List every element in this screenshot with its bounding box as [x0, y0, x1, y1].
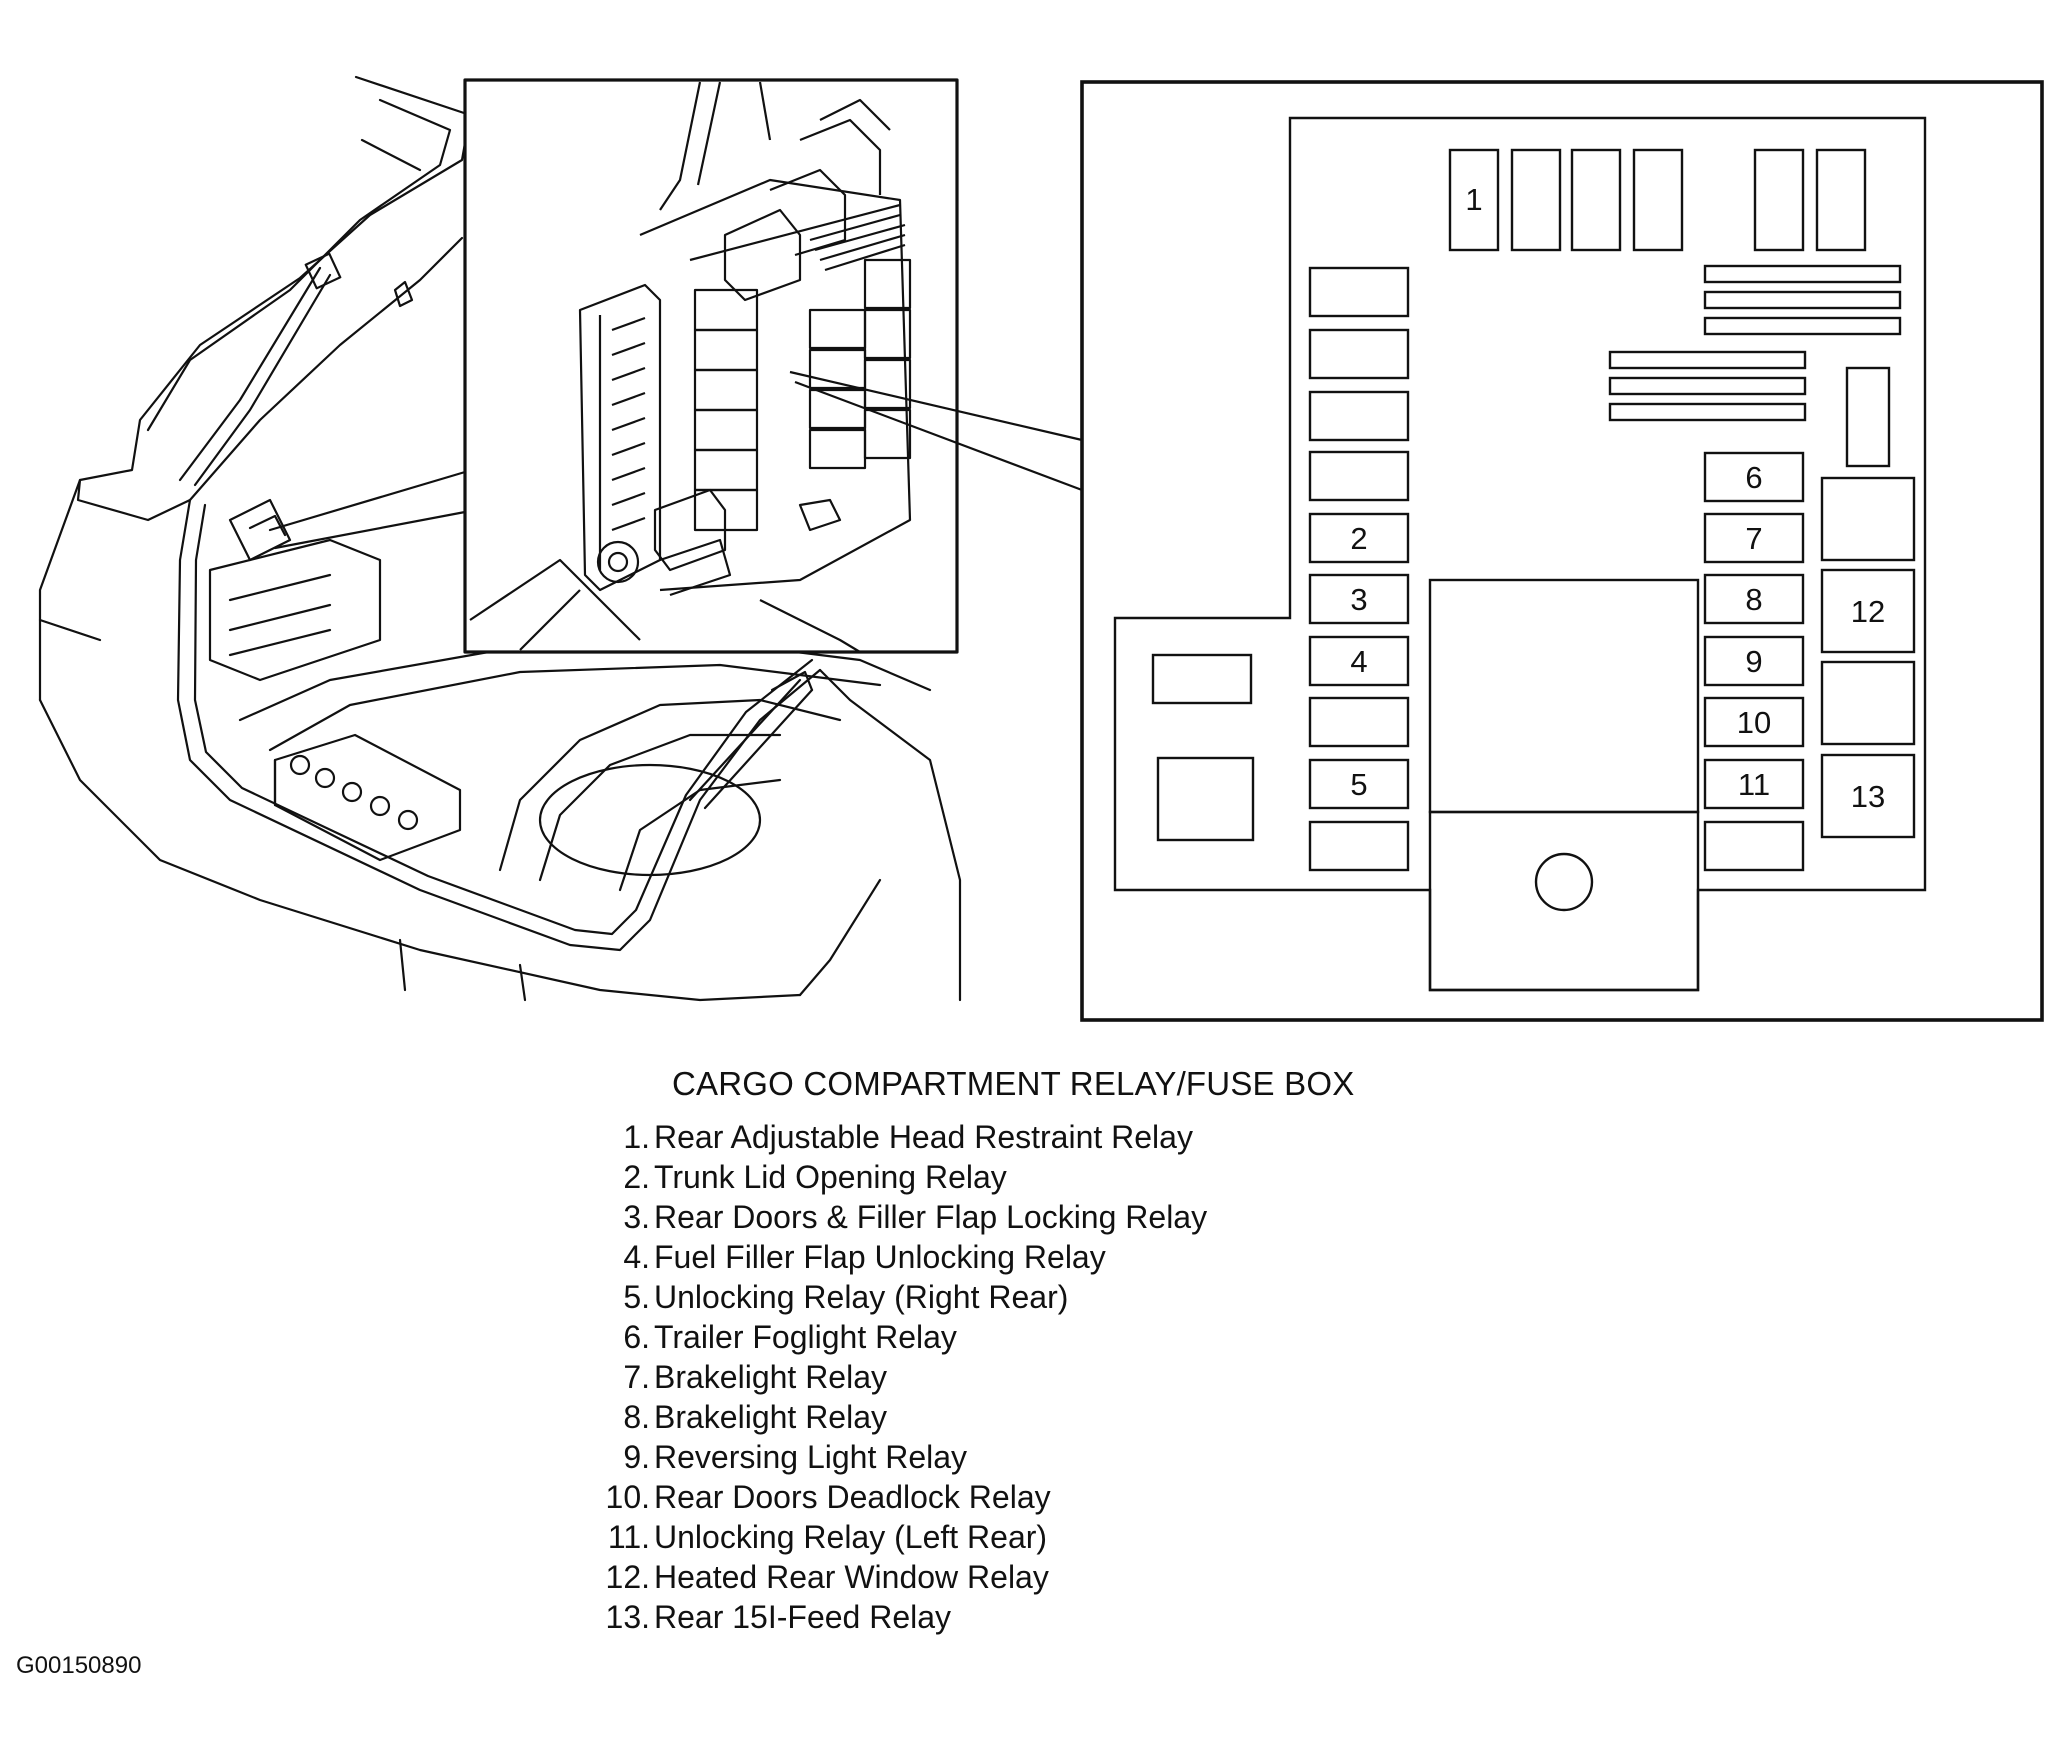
box-label-9: 9	[1745, 644, 1762, 679]
box-label-7: 7	[1745, 521, 1762, 556]
fuse-box-layout-panel	[1080, 80, 2044, 1022]
figure-code: G00150890	[16, 1652, 142, 1679]
legend-item: 8.Brakelight Relay	[580, 1397, 1780, 1437]
fuse-slot-1	[1448, 148, 1500, 252]
box-label-4: 4	[1350, 644, 1367, 679]
box-label-11: 11	[1738, 767, 1770, 802]
relay-slot-10	[1703, 696, 1805, 748]
box-label-12: 12	[1851, 594, 1885, 629]
legend-number: 7.	[623, 1359, 650, 1395]
legend-label: Trailer Foglight Relay	[654, 1319, 957, 1355]
legend-item: 11.Unlocking Relay (Left Rear)	[580, 1517, 1780, 1557]
box-label-5: 5	[1350, 767, 1367, 802]
legend-label: Fuel Filler Flap Unlocking Relay	[654, 1239, 1106, 1275]
legend-item: 5.Unlocking Relay (Right Rear)	[580, 1277, 1780, 1317]
diagram-title: CARGO COMPARTMENT RELAY/FUSE BOX	[672, 1065, 1355, 1102]
legend-item: 10.Rear Doors Deadlock Relay	[580, 1477, 1780, 1517]
relay-slot-12	[1820, 568, 1916, 654]
legend-label: Rear Doors Deadlock Relay	[654, 1479, 1051, 1515]
legend-item: 6.Trailer Foglight Relay	[580, 1317, 1780, 1357]
legend-number: 1.	[623, 1119, 650, 1155]
legend-item: 3.Rear Doors & Filler Flap Locking Relay	[580, 1197, 1780, 1237]
legend-list: 1.Rear Adjustable Head Restraint Relay 2…	[580, 1117, 1780, 1637]
legend-number: 6.	[623, 1319, 650, 1355]
box-number-labels: 1 2 3 4 5 6 7 8 9 10 11 12 13	[1350, 182, 1885, 814]
legend-item: 9.Reversing Light Relay	[580, 1437, 1780, 1477]
legend-item: 13.Rear 15I-Feed Relay	[580, 1597, 1780, 1637]
box-label-8: 8	[1745, 582, 1762, 617]
legend-label: Trunk Lid Opening Relay	[654, 1159, 1007, 1195]
relay-slot-6	[1703, 451, 1805, 503]
legend-label: Rear Adjustable Head Restraint Relay	[654, 1119, 1193, 1155]
relay-slot-5	[1308, 758, 1410, 810]
legend-label: Unlocking Relay (Right Rear)	[654, 1279, 1069, 1315]
legend-item: 7.Brakelight Relay	[580, 1357, 1780, 1397]
legend-label: Heated Rear Window Relay	[654, 1559, 1049, 1595]
legend-number: 4.	[623, 1239, 650, 1275]
legend-item: 12.Heated Rear Window Relay	[580, 1557, 1780, 1597]
box-label-10: 10	[1737, 705, 1771, 740]
box-label-6: 6	[1745, 460, 1762, 495]
relay-slot-2	[1308, 512, 1410, 564]
relay-slot-3	[1308, 573, 1410, 625]
legend-number: 10.	[605, 1479, 650, 1515]
relay-slot-7	[1703, 512, 1805, 564]
legend-label: Reversing Light Relay	[654, 1439, 968, 1475]
legend-item: 1.Rear Adjustable Head Restraint Relay	[580, 1117, 1780, 1157]
legend-number: 5.	[623, 1279, 650, 1315]
legend-label: Unlocking Relay (Left Rear)	[654, 1519, 1048, 1555]
legend-number: 3.	[623, 1199, 650, 1235]
relay-slot-8	[1703, 573, 1805, 625]
legend-number: 11.	[607, 1519, 650, 1555]
box-label-1: 1	[1465, 182, 1482, 217]
relay-slot-11	[1703, 758, 1805, 810]
box-label-13: 13	[1851, 779, 1885, 814]
legend-number: 13.	[605, 1599, 650, 1635]
legend-label: Rear Doors & Filler Flap Locking Relay	[654, 1199, 1208, 1235]
legend-label: Brakelight Relay	[654, 1399, 887, 1435]
legend-number: 9.	[623, 1439, 650, 1475]
relay-box-detail-inset	[463, 78, 1083, 654]
legend-number: 12.	[605, 1559, 650, 1595]
legend-number: 2.	[623, 1159, 650, 1195]
car-trunk-illustration	[38, 75, 962, 1002]
relay-slot-4	[1308, 635, 1410, 687]
relay-slot-13	[1820, 753, 1916, 839]
legend-label: Rear 15I-Feed Relay	[654, 1599, 952, 1635]
box-label-2: 2	[1350, 521, 1367, 556]
box-label-3: 3	[1350, 582, 1367, 617]
legend-label: Brakelight Relay	[654, 1359, 887, 1395]
legend-item: 2.Trunk Lid Opening Relay	[580, 1157, 1780, 1197]
relay-legend: CARGO COMPARTMENT RELAY/FUSE BOX 1.Rear …	[580, 1065, 1780, 1637]
relay-slot-9	[1703, 635, 1805, 687]
legend-item: 4.Fuel Filler Flap Unlocking Relay	[580, 1237, 1780, 1277]
legend-number: 8.	[623, 1399, 650, 1435]
